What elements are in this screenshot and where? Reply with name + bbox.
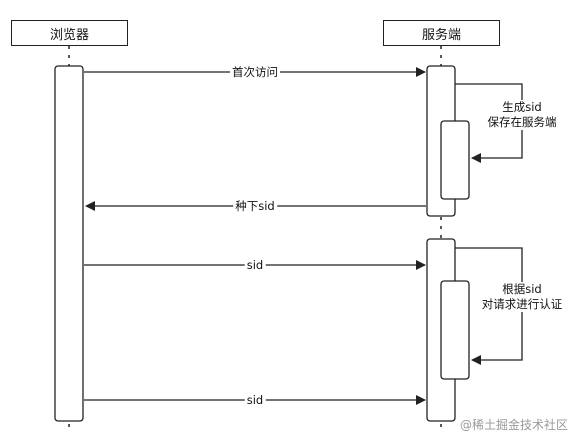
server-self-activation-1 [440, 120, 470, 200]
participant-server-label: 服务端 [421, 27, 461, 43]
note-generate-sid: 生成sid 保存在服务端 [487, 100, 557, 130]
watermark-text: @稀土掘金技术社区 [459, 418, 568, 432]
message-plant-sid-label: 种下sid [233, 199, 277, 213]
message-sid-2-label: sid [244, 393, 266, 407]
participant-browser: 浏览器 [11, 20, 128, 46]
server-self-activation-2 [440, 280, 470, 380]
note-authenticate: 根据sid 对请求进行认证 [481, 282, 563, 312]
note-authenticate-line2: 对请求进行认证 [481, 297, 563, 312]
watermark: @稀土掘金技术社区 [460, 416, 568, 433]
note-authenticate-line1: 根据sid [481, 282, 563, 297]
note-generate-sid-line1: 生成sid [487, 100, 557, 115]
message-sid-1-label: sid [244, 258, 266, 272]
browser-activation [54, 65, 84, 422]
participant-browser-label: 浏览器 [49, 27, 89, 43]
note-generate-sid-line2: 保存在服务端 [487, 115, 557, 130]
participant-server: 服务端 [383, 20, 500, 46]
message-first-visit-label: 首次访问 [230, 65, 280, 79]
